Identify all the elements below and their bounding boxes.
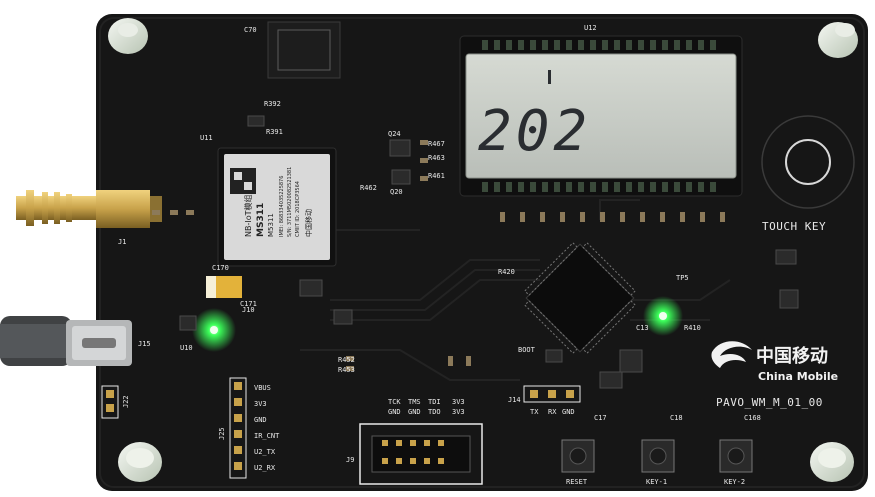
ref-j15: J15 bbox=[138, 340, 151, 348]
key2-button[interactable]: KEY-2 bbox=[719, 439, 753, 486]
j25-pin-6: U2_RX bbox=[254, 464, 276, 472]
status-led bbox=[643, 296, 683, 336]
board-model-label: PAVO_WM_M_01_00 bbox=[716, 396, 823, 409]
ref-j14: J14 bbox=[508, 396, 521, 404]
j9-top-2: TMS bbox=[408, 398, 421, 406]
ref-u10: U10 bbox=[180, 344, 193, 352]
ref-j25: J25 bbox=[218, 427, 226, 440]
china-mobile-logo: 中国移动 China Mobile bbox=[711, 341, 838, 383]
reset-label: RESET bbox=[566, 478, 588, 486]
reset-button[interactable]: RESET bbox=[561, 439, 595, 486]
ref-c17: C17 bbox=[594, 414, 607, 422]
module-imei: IMEI: 868334035225876 bbox=[279, 176, 285, 237]
sma-antenna-connector: J1 bbox=[16, 190, 162, 246]
j25-pin-4: IR_CNT bbox=[254, 432, 280, 440]
ref-r461: R461 bbox=[428, 172, 445, 180]
module-part: MS311 bbox=[256, 203, 266, 237]
ref-q20: Q20 bbox=[390, 188, 403, 196]
j22-header bbox=[101, 385, 119, 419]
ref-u11: U11 bbox=[200, 134, 213, 142]
silkscreen-refs: U10 J10 U11 U12 R392 R391 C70 Q24 Q20 R4… bbox=[122, 24, 761, 464]
sim-holder bbox=[267, 21, 341, 79]
j9-bot-1: GND bbox=[388, 408, 401, 416]
ref-r463: R463 bbox=[428, 154, 445, 162]
lcd-glass bbox=[465, 53, 737, 179]
touch-key-pad: TOUCH KEY bbox=[761, 115, 855, 233]
mcu-chip bbox=[524, 242, 636, 354]
china-mobile-icon bbox=[711, 341, 752, 368]
ref-j1: J1 bbox=[118, 238, 126, 246]
touch-key-label: TOUCH KEY bbox=[762, 220, 826, 233]
j25-pin-3: GND bbox=[254, 416, 267, 424]
ref-r453: R453 bbox=[338, 366, 355, 374]
ref-c70: C70 bbox=[244, 26, 257, 34]
key2-label: KEY-2 bbox=[724, 478, 745, 486]
ref-r392: R392 bbox=[264, 100, 281, 108]
j9-top-1: TCK bbox=[388, 398, 401, 406]
ref-tp5: TP5 bbox=[676, 274, 689, 282]
module-sn: S/N: 3711M5020082521381 bbox=[287, 167, 293, 237]
ref-r462: R462 bbox=[360, 184, 377, 192]
standoff-top-left bbox=[108, 18, 148, 54]
ref-c168: C168 bbox=[744, 414, 761, 422]
j9-top-4: 3V3 bbox=[452, 398, 465, 406]
ref-r410: R410 bbox=[684, 324, 701, 332]
passive-components bbox=[152, 140, 725, 371]
qr-code bbox=[230, 168, 256, 194]
power-led bbox=[192, 308, 236, 352]
ref-r467: R467 bbox=[428, 140, 445, 148]
ref-q24: Q24 bbox=[388, 130, 401, 138]
ref-boot: BOOT bbox=[518, 346, 536, 354]
brand-name-cn: 中国移动 bbox=[756, 345, 828, 367]
brand-name-en: China Mobile bbox=[758, 370, 838, 383]
j9-bot-2: GND bbox=[408, 408, 421, 416]
j14-gnd: GND bbox=[562, 408, 575, 416]
j25-header: VBUS 3V3 GND IR_CNT U2_TX U2_RX bbox=[229, 377, 280, 479]
j25-pin-5: U2_TX bbox=[254, 448, 276, 456]
j9-bot-3: TDO bbox=[428, 408, 441, 416]
j9-jtag-header: TCK TMS TDI 3V3 GND GND TDO 3V3 bbox=[359, 398, 483, 485]
module-model: M5311 bbox=[267, 213, 275, 237]
key1-button[interactable]: KEY-1 bbox=[641, 439, 675, 486]
j9-bot-4: 3V3 bbox=[452, 408, 465, 416]
lcd-pins-top bbox=[482, 40, 716, 50]
module-vendor: 中国移动 bbox=[304, 209, 313, 237]
lcd-reading: 202 bbox=[478, 99, 591, 164]
ref-c18: C18 bbox=[670, 414, 683, 422]
smd-components bbox=[179, 115, 799, 389]
standoff-bottom-right bbox=[810, 442, 854, 482]
ref-r420: R420 bbox=[498, 268, 515, 276]
ref-u12: U12 bbox=[584, 24, 597, 32]
standoff-bottom-left bbox=[118, 442, 162, 482]
tantalum-capacitor: C170 C171 bbox=[206, 264, 257, 308]
key1-label: KEY-1 bbox=[646, 478, 667, 486]
ref-r452: R452 bbox=[338, 356, 355, 364]
ref-j22: J22 bbox=[122, 395, 130, 408]
ref-j10: J10 bbox=[242, 306, 255, 314]
ref-j9: J9 bbox=[346, 456, 354, 464]
j25-pin-1: VBUS bbox=[254, 384, 271, 392]
nb-iot-module: NB-IoT模组 MS311 M5311 IMEI: 8683340352258… bbox=[217, 147, 337, 267]
lcd-pins-bottom bbox=[482, 182, 716, 192]
j25-pin-2: 3V3 bbox=[254, 400, 267, 408]
ref-r391: R391 bbox=[266, 128, 283, 136]
usb-cable: J15 bbox=[0, 316, 151, 366]
j14-tx: TX bbox=[530, 408, 539, 416]
j14-rx: RX bbox=[548, 408, 557, 416]
j9-top-3: TDI bbox=[428, 398, 441, 406]
ref-c13: C13 bbox=[636, 324, 649, 332]
module-brand: NB-IoT模组 bbox=[243, 195, 253, 238]
standoff-top-right bbox=[818, 22, 858, 58]
ref-c170: C170 bbox=[212, 264, 229, 272]
ref-c171: C171 bbox=[240, 300, 257, 308]
j14-uart-header: TX RX GND bbox=[523, 385, 581, 416]
lcd-display: 202 bbox=[459, 35, 743, 197]
module-cmiit: CMIIT ID: 2018CP3564 bbox=[295, 181, 301, 237]
